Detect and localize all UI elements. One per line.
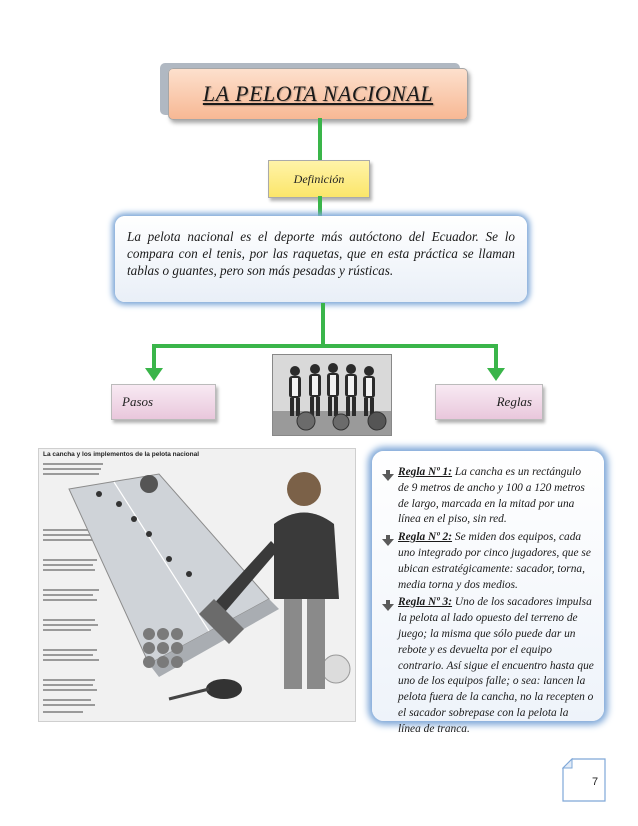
- connector-title-definition: [318, 118, 322, 160]
- arrow-down-bullet-icon: [382, 530, 398, 593]
- reglas-label: Reglas: [496, 394, 532, 409]
- connector-branch-right: [494, 344, 498, 370]
- page-number: 7: [592, 776, 599, 788]
- infographic-title: La cancha y los implementos de la pelota…: [43, 451, 200, 458]
- rule-text: Se miden dos equipos, cada uno integrado…: [398, 531, 591, 591]
- arrow-down-icon: [487, 368, 505, 381]
- rules-box: Regla Nº 1: La cancha es un rectángulo d…: [372, 451, 604, 735]
- rule-item: Regla Nº 3: Uno de los sacadores impulsa…: [382, 595, 594, 737]
- rule-head: Regla Nº 2:: [398, 531, 453, 544]
- page-title: LA PELOTA NACIONAL: [202, 81, 434, 106]
- court-infographic: La cancha y los implementos de la pelota…: [38, 448, 356, 722]
- players-photo: [272, 354, 392, 436]
- players-photo-illustration: [273, 355, 391, 435]
- connector-horizontal-branch: [152, 344, 498, 348]
- connector-definition-description: [318, 196, 322, 216]
- folded-corner-icon: [561, 757, 606, 802]
- arrow-down-icon: [145, 368, 163, 381]
- rule-head: Regla Nº 3:: [398, 596, 453, 609]
- title-box: LA PELOTA NACIONAL: [168, 68, 468, 120]
- connector-branch-left: [152, 344, 156, 370]
- rule-text: Uno de los sacadores impulsa la pelota a…: [398, 596, 594, 735]
- arrow-down-bullet-icon: [382, 595, 398, 737]
- infographic-illustration: [43, 463, 351, 713]
- description-box: La pelota nacional es el deporte más aut…: [115, 216, 527, 302]
- pasos-label: Pasos: [122, 394, 154, 409]
- pasos-box: Pasos: [111, 384, 216, 420]
- page-number-badge: 7: [561, 757, 606, 802]
- definition-label: Definición: [293, 171, 345, 186]
- rule-item: Regla Nº 1: La cancha es un rectángulo d…: [382, 465, 594, 528]
- arrow-down-bullet-icon: [382, 465, 398, 528]
- rule-item: Regla Nº 2: Se miden dos equipos, cada u…: [382, 530, 594, 593]
- reglas-box: Reglas: [435, 384, 543, 420]
- rule-text: La cancha es un rectángulo de 9 metros d…: [398, 466, 585, 526]
- definition-box: Definición: [268, 160, 370, 198]
- connector-description-branch: [321, 303, 325, 346]
- description-text: La pelota nacional es el deporte más aut…: [127, 229, 515, 278]
- rule-head: Regla Nº 1:: [398, 466, 453, 478]
